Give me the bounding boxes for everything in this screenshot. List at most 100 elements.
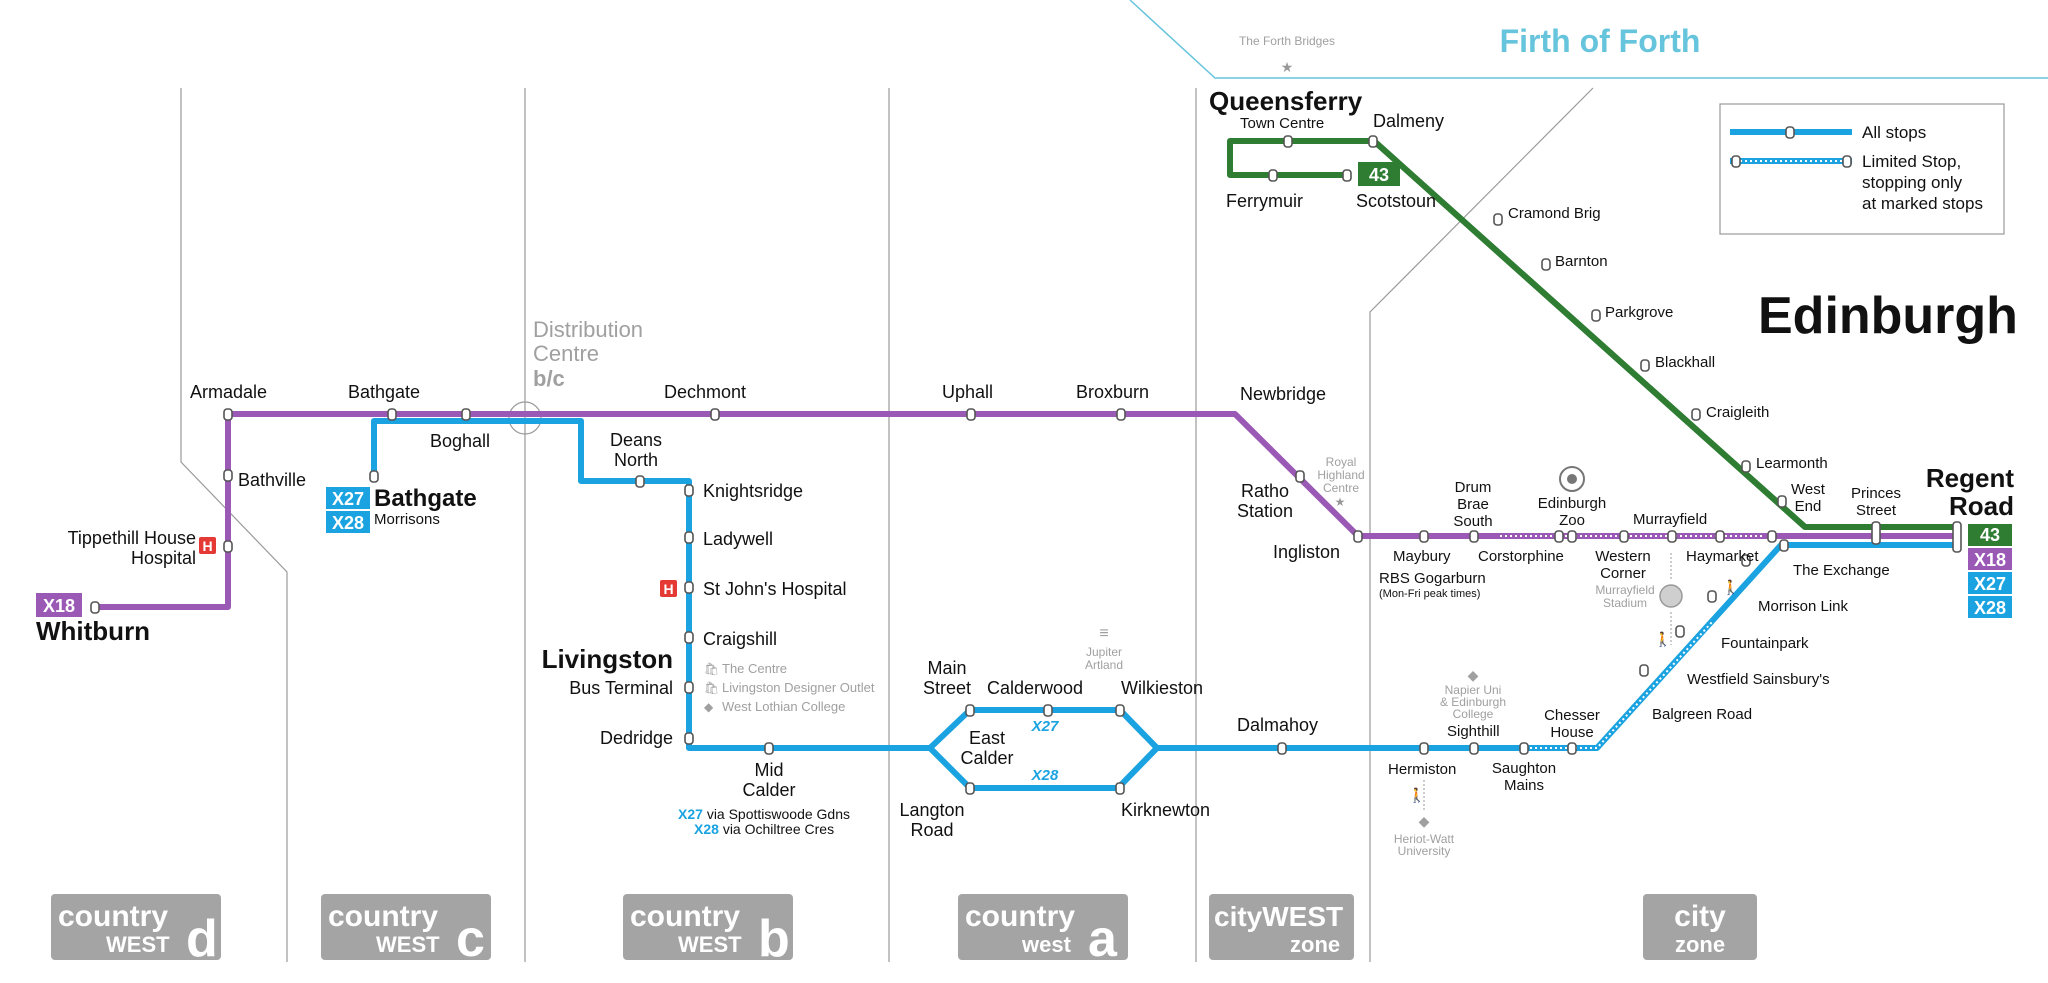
- stop-dechmont: Dechmont: [664, 382, 746, 402]
- route-43-badge: [1358, 162, 1400, 186]
- hospital-icon: H: [199, 537, 216, 554]
- svg-text:west: west: [1021, 932, 1072, 957]
- stop-fountainpark: Fountainpark: [1721, 635, 1809, 652]
- svg-text:city: city: [1674, 900, 1726, 933]
- jupiter-artland-poi: ≡ Jupiter Artland: [1085, 625, 1123, 672]
- svg-text:Napier Uni: Napier Uni: [1445, 683, 1502, 697]
- zoo-icon: [1559, 466, 1585, 492]
- distribution-centre: Distribution Centre b/c: [508, 317, 643, 435]
- star-icon: ★: [1335, 495, 1346, 509]
- stop-markers: [90, 135, 1962, 795]
- svg-text:West Lothian College: West Lothian College: [722, 699, 845, 714]
- stop-parkgrove: Parkgrove: [1605, 304, 1673, 321]
- stop-livingston: Livingston: [542, 644, 673, 674]
- svg-text:WEST: WEST: [376, 932, 440, 957]
- svg-text:H: H: [663, 581, 673, 597]
- walk-icon: 🚶: [1408, 787, 1425, 804]
- stop-boghall: Boghall: [430, 431, 490, 451]
- coastline: [1129, 0, 2048, 79]
- svg-text:X27: X27: [332, 489, 364, 509]
- stop-scotstoun: Scotstoun: [1356, 191, 1436, 211]
- stop-broxburn: Broxburn: [1076, 382, 1149, 402]
- stop-barnton: Barnton: [1555, 253, 1608, 270]
- svg-text:b/c: b/c: [533, 366, 565, 391]
- stop-balgreen-road: Balgreen Road: [1652, 706, 1752, 723]
- stadium-icon: [1659, 584, 1683, 608]
- svg-text:Centre: Centre: [533, 341, 599, 366]
- svg-text:a: a: [1088, 910, 1118, 968]
- svg-text:cityWEST: cityWEST: [1214, 901, 1343, 932]
- stop-hermiston: Hermiston: [1388, 761, 1456, 778]
- zone-badge-city: city zone: [1643, 894, 1757, 960]
- stop-corstorphine: Corstorphine: [1478, 548, 1564, 565]
- stop-blackhall: Blackhall: [1655, 354, 1715, 371]
- hospital-icon: H: [660, 580, 677, 597]
- stop-newbridge: Newbridge: [1240, 384, 1326, 404]
- svg-text:The Centre: The Centre: [722, 661, 787, 676]
- forth-bridges-label: The Forth Bridges: [1239, 34, 1335, 48]
- svg-text:H: H: [202, 538, 212, 554]
- route-43-line: [1227, 138, 1960, 530]
- stop-westfield: Westfield Sainsbury's: [1687, 671, 1830, 688]
- svg-text:country: country: [630, 900, 740, 933]
- svg-text:country: country: [328, 900, 438, 933]
- svg-text:Murrayfield: Murrayfield: [1595, 583, 1654, 597]
- zone-badge-country-west-d: country WEST d: [51, 894, 221, 968]
- stop-learmonth: Learmonth: [1756, 455, 1828, 472]
- stop-ladywell: Ladywell: [703, 529, 773, 549]
- stop-wilkieston: Wilkieston: [1121, 678, 1203, 698]
- zoo-poi: [1559, 466, 1585, 492]
- svg-text:College: College: [1453, 707, 1494, 721]
- stop-st-johns: St John's Hospital: [703, 579, 847, 599]
- stop-uphall: Uphall: [942, 382, 993, 402]
- route-x27-x28-limited: [1520, 542, 1960, 751]
- stop-maybury: Maybury: [1393, 548, 1451, 565]
- svg-text:b: b: [758, 910, 790, 968]
- svg-text:Artland: Artland: [1085, 658, 1123, 672]
- svg-text:WEST: WEST: [678, 932, 742, 957]
- stop-bathville: Bathville: [238, 470, 306, 490]
- stop-morrison-link: Morrison Link: [1758, 598, 1849, 615]
- svg-text:country: country: [965, 900, 1075, 933]
- svg-text:43: 43: [1369, 165, 1389, 185]
- college-icon: ◆: [1419, 813, 1430, 829]
- svg-text:c: c: [456, 910, 485, 968]
- shopping-icon: 🛍: [704, 662, 719, 676]
- college-icon: ◆: [704, 700, 714, 714]
- stop-craigshill: Craigshill: [703, 629, 777, 649]
- svg-text:X18: X18: [1974, 550, 2006, 570]
- route-badge-whitburn: X18: [36, 593, 82, 617]
- murrayfield-stadium-poi: Murrayfield Stadium: [1595, 553, 1683, 645]
- stop-haymarket: Haymarket: [1686, 548, 1759, 565]
- legend-all-stops: All stops: [1862, 123, 1926, 142]
- stop-kirknewton: Kirknewton: [1121, 800, 1210, 820]
- stop-bathgate: Bathgate: [348, 382, 420, 402]
- svg-text:d: d: [186, 910, 218, 968]
- stop-the-exchange: The Exchange: [1793, 562, 1890, 579]
- shopping-icon: 🛍: [704, 681, 719, 695]
- stop-dalmeny: Dalmeny: [1373, 111, 1444, 131]
- college-icon: ◆: [1468, 667, 1479, 683]
- svg-text:University: University: [1398, 844, 1451, 858]
- svg-text:X28: X28: [332, 513, 364, 533]
- heriot-watt-poi: 🚶 ◆ Heriot-Watt University: [1394, 780, 1455, 858]
- stop-bus-terminal: Bus Terminal: [569, 678, 673, 698]
- stop-whitburn: Whitburn: [36, 616, 150, 646]
- svg-text:X28 via Ochiltree Cres: X28 via Ochiltree Cres: [694, 821, 834, 837]
- svg-text:zone: zone: [1675, 932, 1725, 957]
- svg-text:Livingston Designer Outlet: Livingston Designer Outlet: [722, 680, 875, 695]
- svg-text:Highland: Highland: [1317, 468, 1364, 482]
- route-badges-bathgate: X27 X28: [326, 487, 370, 533]
- stop-dedridge: Dedridge: [600, 728, 673, 748]
- royal-highland-poi: Royal Highland Centre ★: [1317, 455, 1364, 509]
- zone-badge-country-west-b: country WEST b: [623, 894, 793, 968]
- svg-text:Centre: Centre: [1323, 481, 1359, 495]
